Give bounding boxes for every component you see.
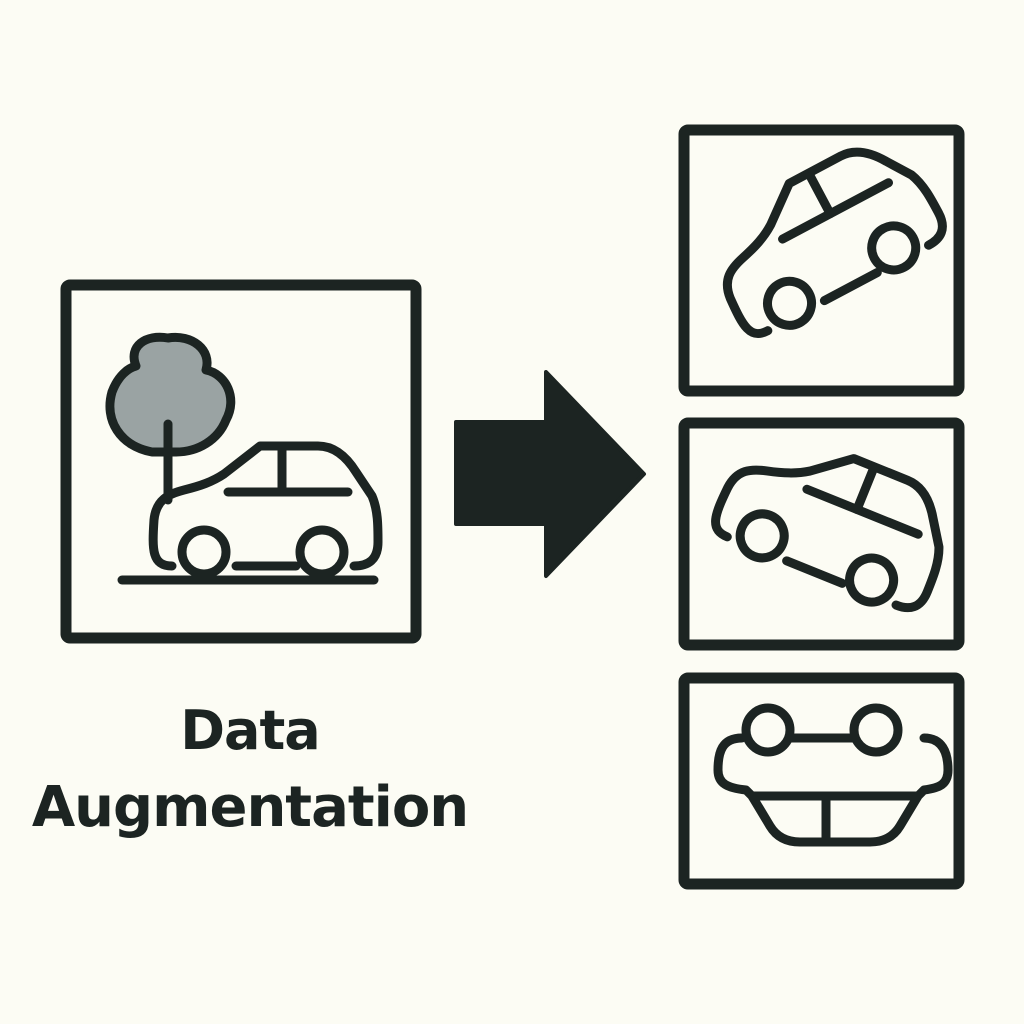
caption-line-2: Augmentation [31,775,469,840]
augmented-image-frame-1 [678,124,965,397]
source-image-panel [60,279,422,644]
caption-line-1: Data [180,699,321,762]
augmented-image-panel-3 [678,672,965,890]
tilted-car-icon [711,454,944,613]
rotated-car-icon [722,147,947,339]
flipped-car-icon [713,703,953,847]
augmented-image-panel-1 [678,124,965,397]
car-icon [148,441,383,579]
augmented-image-frame-3 [678,672,965,890]
right-arrow-icon [454,370,646,578]
source-image-frame [60,279,422,644]
tree-icon [105,332,236,505]
augmented-image-frame-2 [678,417,965,651]
augmented-image-panel-2 [678,417,965,651]
